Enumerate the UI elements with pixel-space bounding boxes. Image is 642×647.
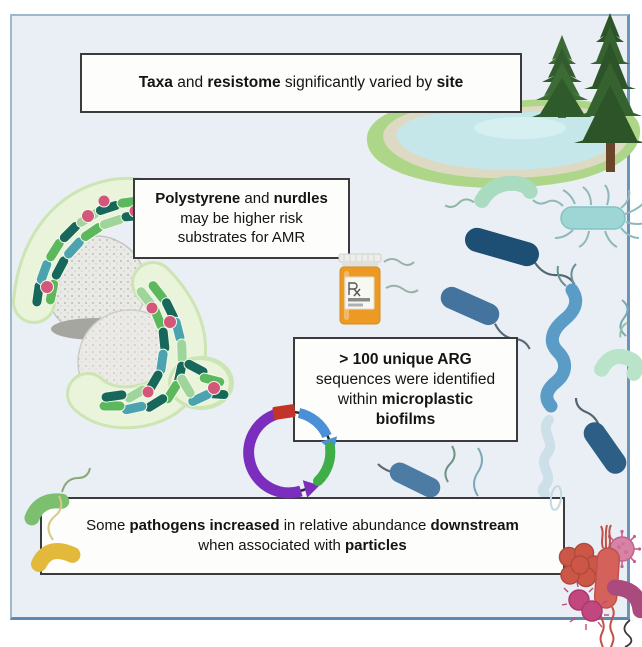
callout-pathogens: Some pathogens increased in relative abu… <box>40 497 565 575</box>
callout-site: Taxa and resistome significantly varied … <box>80 53 522 113</box>
callout-site-text: Taxa and resistome significantly varied … <box>138 74 464 91</box>
callout-pathogens-text: Some pathogens increased in relative abu… <box>86 517 519 554</box>
